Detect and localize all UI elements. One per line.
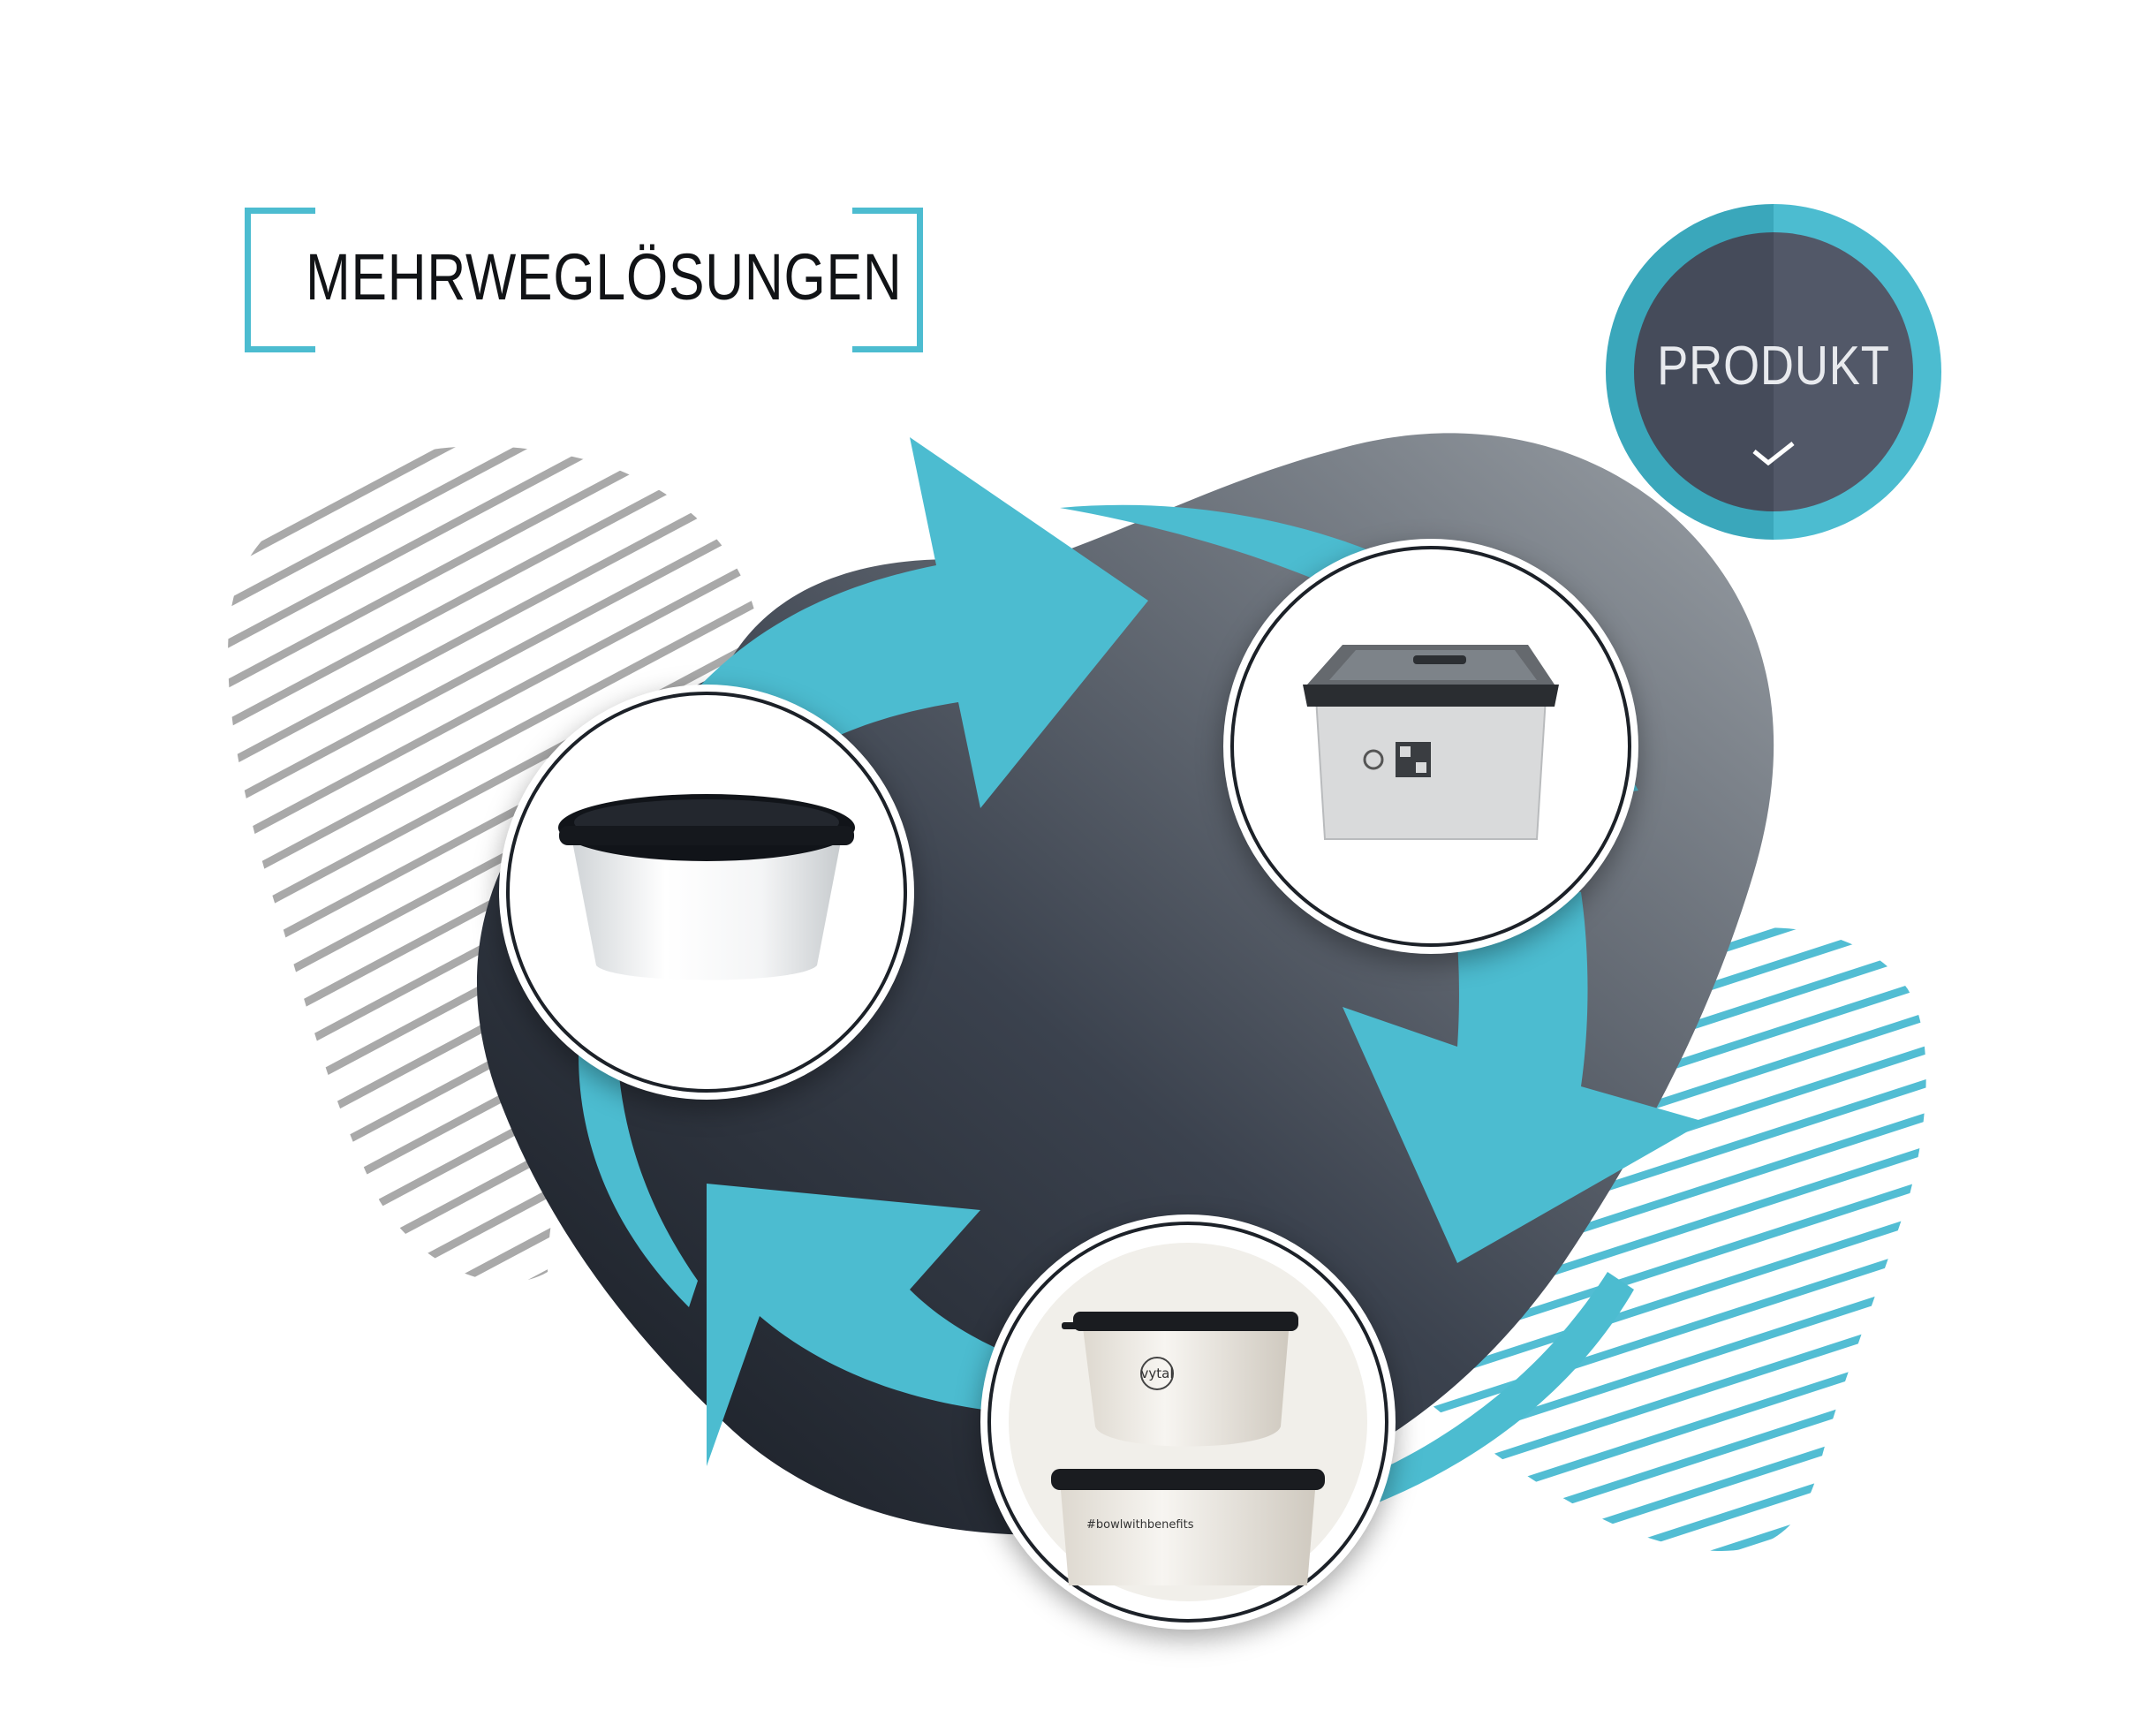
- heading-frame: MEHRWEGLÖSUNGEN: [245, 208, 923, 352]
- vytal-bowls-image: vytal #bowlwithbenefits: [1051, 1312, 1325, 1585]
- cycle-arrow-right: [1343, 866, 1705, 1263]
- product-circle-round-container[interactable]: [499, 685, 914, 1100]
- badge-label: PRODUKT: [1657, 336, 1890, 397]
- right-bracket: [852, 208, 923, 352]
- round-container-image: [558, 794, 855, 980]
- checkmark-icon: [1752, 442, 1795, 465]
- produkt-badge[interactable]: PRODUKT: [1606, 204, 1941, 540]
- product-circle-gastro-container[interactable]: [1223, 539, 1638, 954]
- bowl-print-text: #bowlwithbenefits: [1086, 1518, 1194, 1532]
- badge-core: [1634, 232, 1913, 511]
- left-bracket: [245, 208, 315, 352]
- page-title: MEHRWEGLÖSUNGEN: [306, 240, 903, 314]
- vytal-logo-text: vytal: [1141, 1366, 1174, 1381]
- gastro-container-image: [1303, 645, 1559, 840]
- product-circle-vytal-bowls[interactable]: vytal #bowlwithbenefits: [980, 1214, 1396, 1630]
